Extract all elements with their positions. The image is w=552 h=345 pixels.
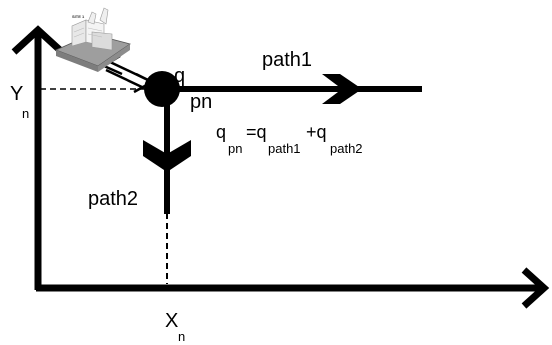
eq-lhs-sub: pn [228,141,242,156]
x-axis-label: X [165,310,178,332]
node-pn [144,71,180,107]
path1-label: path1 [262,49,312,71]
node-label: pn [190,91,212,113]
node-prefix-label: q [174,65,185,87]
x-axis-label-sub: n [178,329,185,344]
site-building-icon: SITE 1 [54,7,131,72]
eq-plus: +q [306,122,327,142]
x-axis-arrowhead [521,267,550,309]
path1-chevron [322,74,362,104]
y-axis-arrowhead [11,25,65,55]
eq-lhs: q [216,122,226,142]
y-axis-label: Y [10,83,23,105]
y-axis-label-sub: n [22,106,29,121]
site-label: SITE 1 [72,14,85,19]
eq-equals: =q [246,122,267,142]
path2-chevron [143,140,191,172]
flow-equation: q pn =q path1 +q path2 [216,122,363,156]
path2-label: path2 [88,188,138,210]
eq-path1-sub: path1 [268,141,301,156]
link-line-2 [105,68,145,90]
eq-path2-sub: path2 [330,141,363,156]
